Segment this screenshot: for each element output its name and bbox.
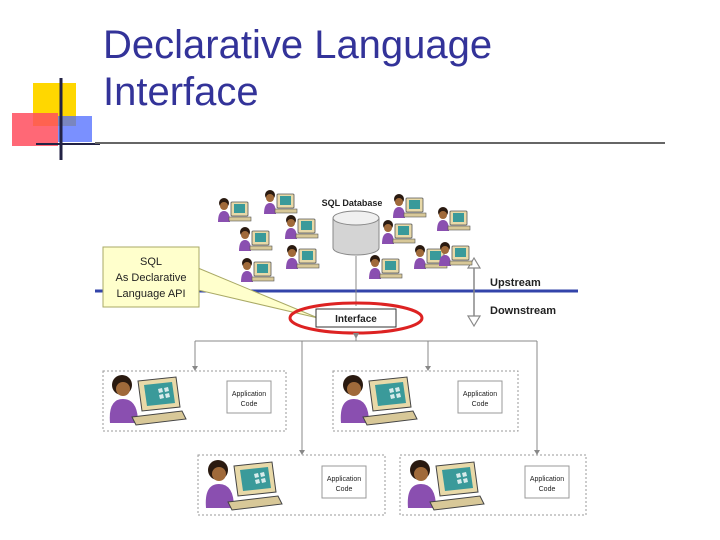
upstream-label: Upstream [490,277,541,289]
title-line-1: Declarative Language [103,23,493,67]
application-code-label: Application [327,476,361,483]
interface-node: Interface [288,301,424,335]
user-workstation-icon [392,193,427,219]
downstream-label: Downstream [490,305,556,317]
user-workstation-icon [217,197,252,223]
sql-database-label: SQL Database [322,198,383,208]
developer-workstation-icon [109,374,187,426]
deco-red-square [12,113,58,146]
deco-blue-square [58,116,92,142]
title-line-2: Interface [103,70,259,114]
title-underline [95,142,665,144]
user-workstation-icon [436,206,471,232]
developer-workstation-icon [340,374,418,426]
callout-text-line-1: SQL [140,256,162,268]
developer-workstation-icon [407,459,485,511]
application-code-label: Application [530,476,564,483]
developer-workstation-icon [205,459,283,511]
direction-arrow [466,256,482,328]
connector-arrowheads [192,333,540,455]
downstream-connectors [194,333,538,452]
sql-database-icon [332,210,380,256]
application-code-label: Code [539,486,556,493]
user-workstation-icon [284,214,319,240]
user-workstation-icon [238,226,273,252]
application-code-label: Application [232,391,266,398]
user-workstation-icon [368,254,403,280]
application-box: Application Code [399,454,587,516]
application-box: Application Code [332,370,519,432]
application-code-label: Code [241,401,258,408]
application-box: Application Code [197,454,386,516]
application-code-label: Code [336,486,353,493]
callout-text-line-2: As Declarative [116,272,187,284]
interface-label: Interface [335,314,377,325]
application-code-label: Application [463,391,497,398]
callout-text-line-3: Language API [116,288,185,300]
application-code-label: Code [472,401,489,408]
user-workstation-icon [381,219,416,245]
user-workstation-icon [285,244,320,270]
application-box: Application Code [102,370,287,432]
sql-callout: SQL As Declarative Language API [102,246,319,319]
title-decoration [12,78,100,160]
slide-title: Declarative Language Interface [103,22,703,116]
user-workstation-icon [240,257,275,283]
user-workstation-icon [263,189,298,215]
